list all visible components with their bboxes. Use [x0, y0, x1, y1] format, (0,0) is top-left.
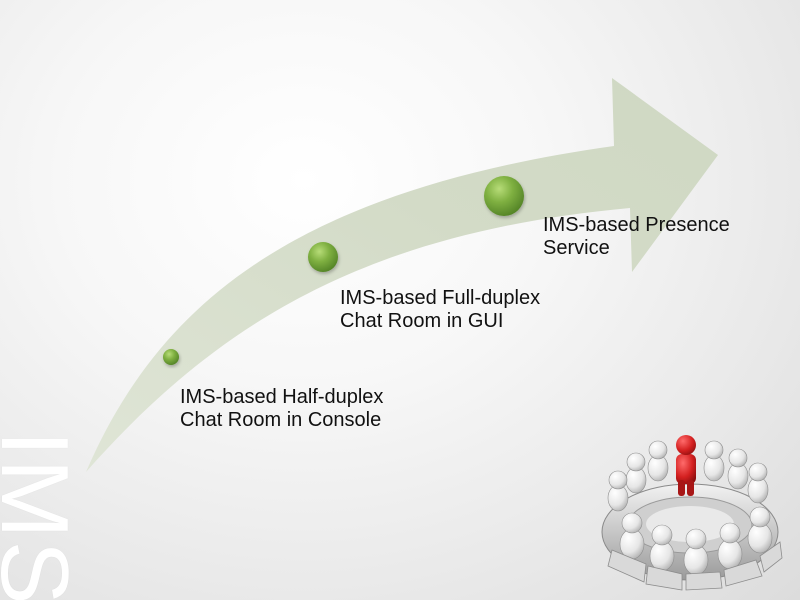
back-figures — [607, 440, 769, 512]
milestone-label-1: IMS-based Half-duplex Chat Room in Conso… — [180, 386, 383, 432]
milestone-dot-3 — [484, 176, 524, 216]
people-circle-meeting-icon — [601, 435, 783, 591]
milestone-label-3: IMS-based Presence Service — [543, 214, 730, 260]
milestone-label-3-line1: IMS-based Presence — [543, 214, 730, 236]
side-watermark: IMS — [0, 430, 96, 600]
milestone-dot-1 — [163, 349, 179, 365]
side-watermark-text: IMS — [0, 430, 88, 600]
red-leader-figure-icon — [676, 435, 696, 496]
milestone-label-2-line1: IMS-based Full-duplex — [340, 287, 541, 309]
milestone-label-2: IMS-based Full-duplex Chat Room in GUI — [340, 287, 540, 333]
milestone-dot-2 — [308, 242, 338, 272]
milestone-label-3-line2: Service — [543, 237, 610, 259]
milestone-label-1-line2: Chat Room in Console — [180, 409, 382, 431]
front-figures — [619, 506, 773, 576]
desk-segments — [607, 541, 783, 591]
milestone-label-1-line1: IMS-based Half-duplex — [180, 386, 384, 408]
arrow-shape — [86, 78, 718, 472]
milestone-label-2-line2: Chat Room in GUI — [340, 310, 504, 332]
